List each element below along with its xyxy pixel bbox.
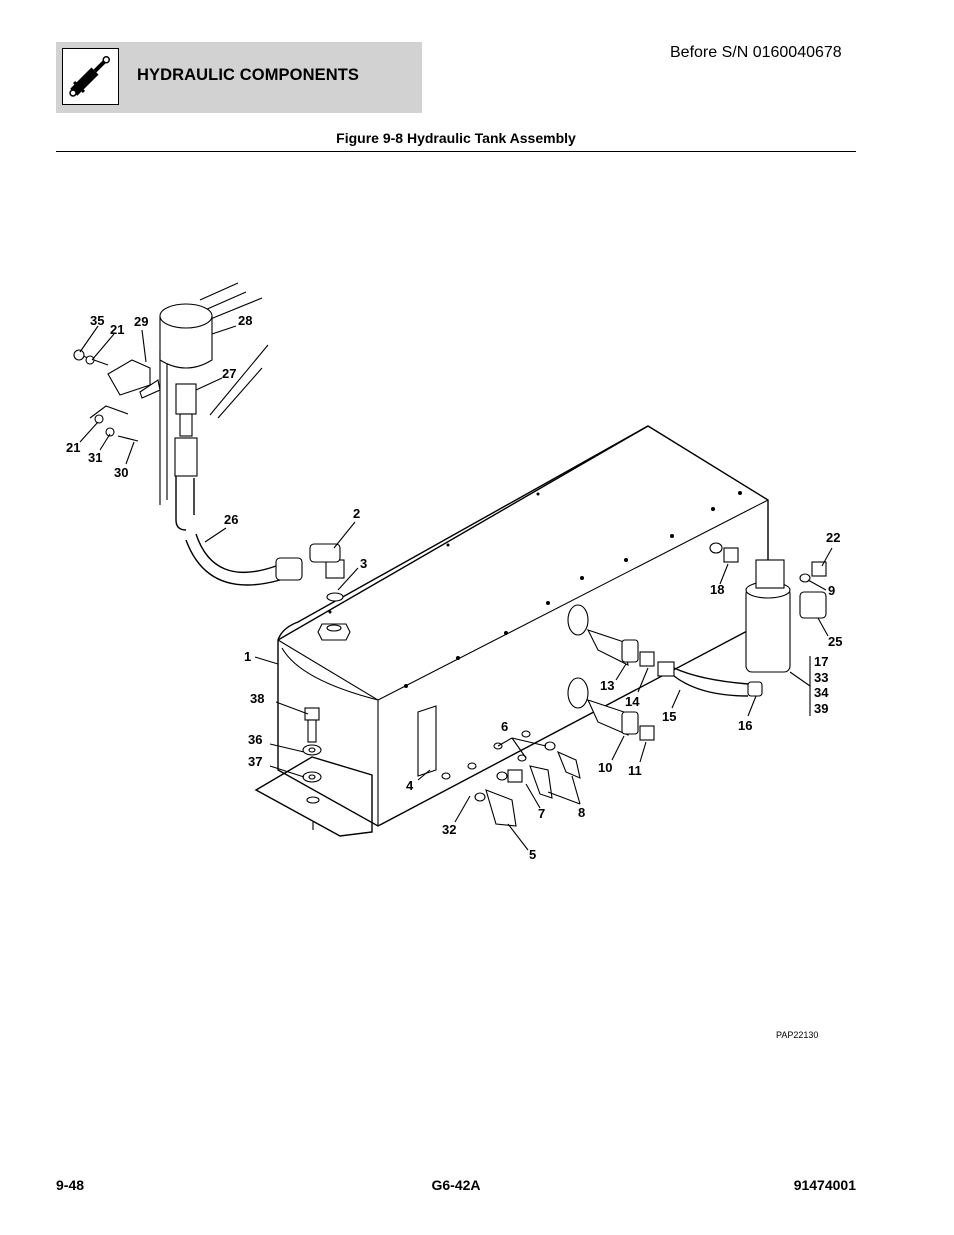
callout-9: 9 [828, 583, 835, 598]
drain-fittings [417, 705, 581, 827]
chassis-frame-lines [159, 282, 269, 505]
callout-27: 27 [222, 366, 236, 381]
page-number: 9-48 [56, 1177, 85, 1193]
callout-18: 18 [710, 582, 724, 597]
suction-strainer-upper [567, 604, 655, 667]
mounting-plate [254, 756, 373, 837]
callout-3: 3 [360, 556, 367, 571]
callout-6: 6 [501, 719, 508, 734]
callout-8: 8 [578, 805, 585, 820]
callout-labels: 1 2 3 4 5 6 7 8 9 10 11 13 14 15 16 17 1… [66, 313, 842, 1040]
callout-26: 26 [224, 512, 238, 527]
callout-7: 7 [538, 806, 545, 821]
callout-38: 38 [250, 691, 264, 706]
callout-32: 32 [442, 822, 456, 837]
leader-lines [79, 325, 833, 851]
drawing-code: PAP22130 [776, 1030, 818, 1040]
callout-34: 34 [814, 685, 829, 700]
callout-30: 30 [114, 465, 128, 480]
callout-21-upper: 21 [110, 322, 124, 337]
callout-29: 29 [134, 314, 148, 329]
callout-15: 15 [662, 709, 676, 724]
header-divider [56, 151, 856, 152]
figure-title: Figure 9-8 Hydraulic Tank Assembly [336, 130, 576, 146]
callout-2: 2 [353, 506, 360, 521]
callout-21-lower: 21 [66, 440, 80, 455]
callout-5: 5 [529, 847, 536, 862]
return-filter [709, 542, 827, 673]
callout-11: 11 [628, 763, 642, 778]
callout-33: 33 [814, 670, 828, 685]
callout-36: 36 [248, 732, 262, 747]
callout-17: 17 [814, 654, 828, 669]
callout-31: 31 [88, 450, 102, 465]
callout-14: 14 [625, 694, 640, 709]
hydraulic-tank [277, 425, 769, 827]
callout-13: 13 [600, 678, 614, 693]
serial-number-note: Before S/N 0160040678 [670, 44, 842, 61]
suction-strainer-lower [567, 677, 655, 741]
callout-35: 35 [90, 313, 104, 328]
callout-39: 39 [814, 701, 828, 716]
filler-nut [309, 543, 351, 641]
callout-4: 4 [406, 778, 414, 793]
callout-25: 25 [828, 634, 842, 649]
suction-hose [657, 661, 763, 697]
breather-assembly [73, 303, 213, 477]
callout-10: 10 [598, 760, 612, 775]
callout-28: 28 [238, 313, 252, 328]
callout-22: 22 [826, 530, 840, 545]
model-number: G6-42A [431, 1177, 481, 1193]
section-title: HYDRAULIC COMPONENTS [137, 66, 360, 84]
callout-16: 16 [738, 718, 752, 733]
tank-mount-bolt [302, 707, 322, 783]
hydraulic-cylinder-icon [62, 48, 119, 105]
return-hose [175, 474, 303, 586]
callout-37: 37 [248, 754, 262, 769]
callout-1: 1 [244, 649, 251, 664]
manual-number: 91474001 [793, 1177, 856, 1193]
